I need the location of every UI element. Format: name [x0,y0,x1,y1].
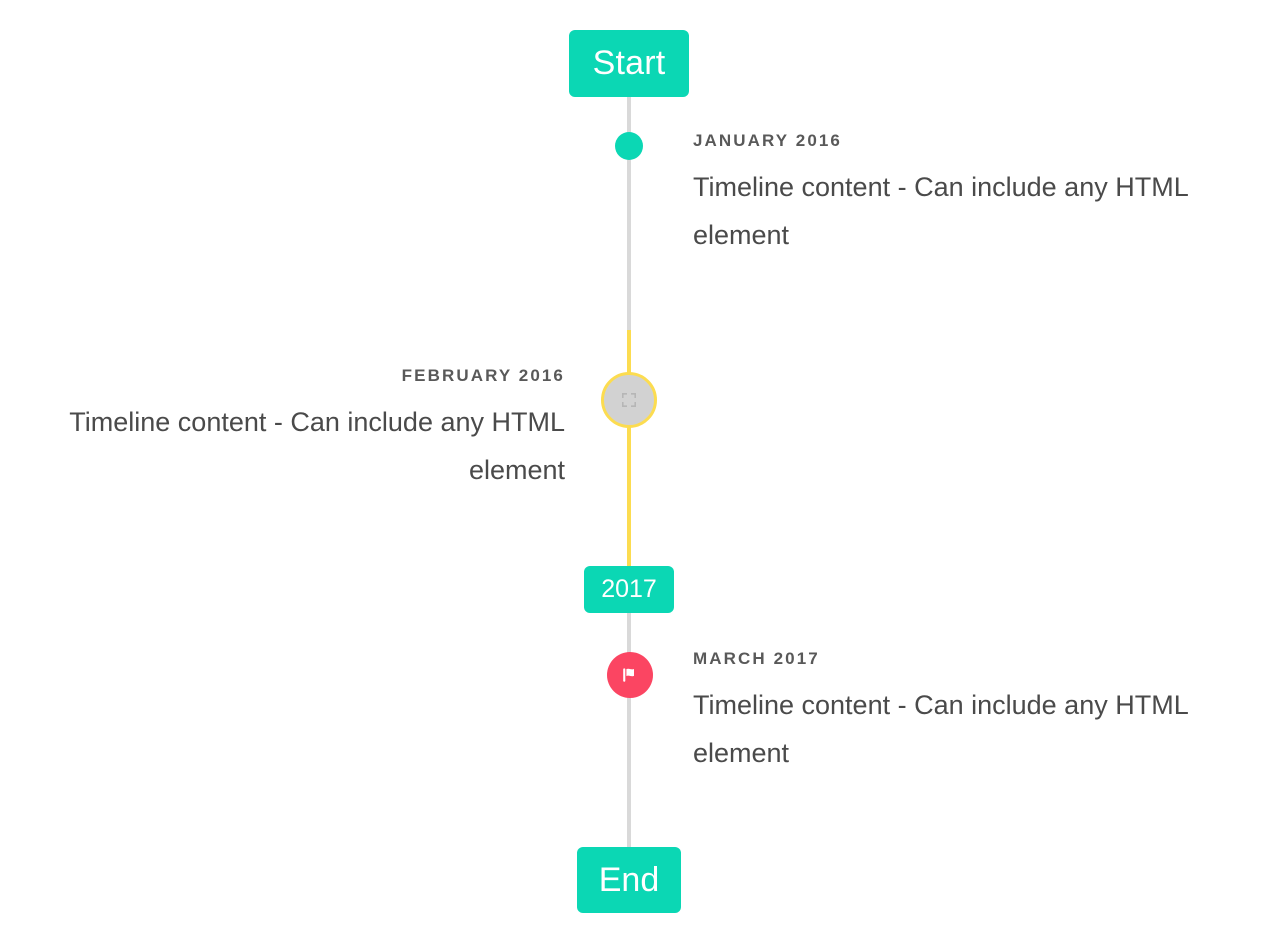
flag-icon [623,668,634,682]
timeline-event-date: FEBRUARY 2016 [401,366,565,385]
timeline-marker-broken-image-icon[interactable] [601,372,657,428]
timeline-rail-segment-bottom [627,613,631,853]
timeline-event-body: Timeline content - Can include any HTML … [693,690,1188,769]
timeline-event-date: MARCH 2017 [693,649,820,668]
timeline-event-january-2016: JANUARY 2016 Timeline content - Can incl… [693,131,1233,259]
timeline-start-badge[interactable]: Start [569,30,689,97]
timeline-event-date: JANUARY 2016 [693,131,842,150]
timeline-rail-segment-active [627,330,631,566]
timeline-year-badge-2017[interactable]: 2017 [584,566,674,613]
timeline-event-february-2016: FEBRUARY 2016 Timeline content - Can inc… [25,366,565,494]
timeline-event-march-2017: MARCH 2017 Timeline content - Can includ… [693,649,1233,777]
broken-image-icon [622,393,636,407]
timeline-event-body: Timeline content - Can include any HTML … [693,172,1188,251]
timeline-marker-dot-icon[interactable] [615,132,643,160]
timeline-marker-flag-icon[interactable] [607,652,653,698]
timeline-end-badge[interactable]: End [577,847,681,913]
timeline-event-body: Timeline content - Can include any HTML … [69,407,565,486]
timeline-rail-segment-top [627,96,631,330]
